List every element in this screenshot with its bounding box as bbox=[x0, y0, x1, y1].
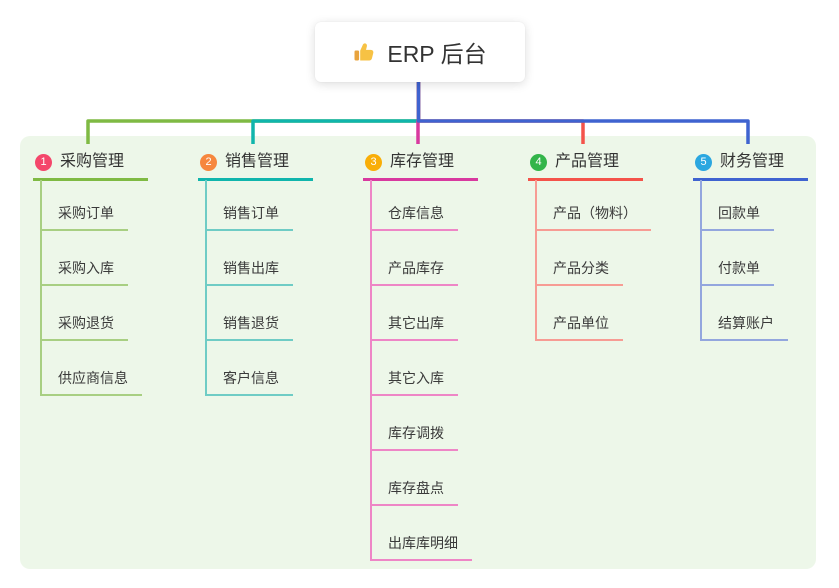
child-node-回款单[interactable]: 回款单 bbox=[700, 203, 774, 231]
child-node-产品分类[interactable]: 产品分类 bbox=[535, 258, 623, 286]
priority-badge: 3 bbox=[365, 153, 382, 171]
child-node-付款单[interactable]: 付款单 bbox=[700, 258, 774, 286]
child-node-采购入库[interactable]: 采购入库 bbox=[40, 258, 128, 286]
branch-connector-3 bbox=[416, 82, 421, 144]
branch-spine bbox=[535, 180, 537, 341]
child-node-供应商信息[interactable]: 供应商信息 bbox=[40, 368, 142, 396]
priority-badge: 2 bbox=[200, 153, 217, 171]
branch-title-label: 产品管理 bbox=[555, 153, 620, 170]
branch-title-label: 库存管理 bbox=[390, 153, 455, 170]
branch-title-label: 销售管理 bbox=[225, 153, 290, 170]
child-node-库存盘点[interactable]: 库存盘点 bbox=[370, 478, 458, 506]
branch-connector-5 bbox=[416, 82, 750, 144]
branch-node-库存管理[interactable]: 3 库存管理 bbox=[363, 151, 478, 181]
child-node-产品（物料）[interactable]: 产品（物料） bbox=[535, 203, 651, 231]
branch-spine bbox=[700, 180, 702, 341]
child-node-客户信息[interactable]: 客户信息 bbox=[205, 368, 293, 396]
child-node-库存调拨[interactable]: 库存调拨 bbox=[370, 423, 458, 451]
mindmap-panel bbox=[20, 136, 816, 569]
priority-badge: 1 bbox=[35, 153, 52, 171]
child-node-其它出库[interactable]: 其它出库 bbox=[370, 313, 458, 341]
child-node-结算账户[interactable]: 结算账户 bbox=[700, 313, 788, 341]
branch-spine bbox=[370, 180, 372, 561]
child-node-仓库信息[interactable]: 仓库信息 bbox=[370, 203, 458, 231]
child-node-销售退货[interactable]: 销售退货 bbox=[205, 313, 293, 341]
branch-node-销售管理[interactable]: 2 销售管理 bbox=[198, 151, 313, 181]
branch-title-label: 采购管理 bbox=[60, 153, 125, 170]
branch-spine bbox=[205, 180, 207, 396]
thumbs-up-icon bbox=[353, 40, 377, 64]
child-node-采购退货[interactable]: 采购退货 bbox=[40, 313, 128, 341]
priority-badge: 4 bbox=[530, 153, 547, 171]
root-label: ERP 后台 bbox=[387, 41, 487, 67]
child-node-采购订单[interactable]: 采购订单 bbox=[40, 203, 128, 231]
branch-node-产品管理[interactable]: 4 产品管理 bbox=[528, 151, 643, 181]
branch-connector-1 bbox=[86, 82, 421, 144]
child-node-销售出库[interactable]: 销售出库 bbox=[205, 258, 293, 286]
branch-connector-2 bbox=[251, 82, 421, 144]
child-node-产品库存[interactable]: 产品库存 bbox=[370, 258, 458, 286]
child-node-销售订单[interactable]: 销售订单 bbox=[205, 203, 293, 231]
branch-spine bbox=[40, 180, 42, 396]
branch-title-label: 财务管理 bbox=[720, 153, 785, 170]
branch-connector-4 bbox=[416, 82, 585, 144]
priority-badge: 5 bbox=[695, 153, 712, 171]
branch-node-财务管理[interactable]: 5 财务管理 bbox=[693, 151, 808, 181]
root-node[interactable]: ERP 后台 bbox=[315, 22, 525, 82]
child-node-出库库明细[interactable]: 出库库明细 bbox=[370, 533, 472, 561]
branch-node-采购管理[interactable]: 1 采购管理 bbox=[33, 151, 148, 181]
child-node-其它入库[interactable]: 其它入库 bbox=[370, 368, 458, 396]
child-node-产品单位[interactable]: 产品单位 bbox=[535, 313, 623, 341]
